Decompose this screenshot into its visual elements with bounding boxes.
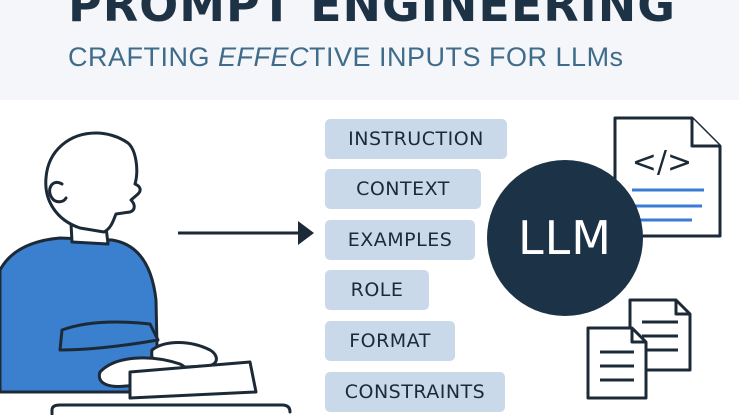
llm-label: LLM — [518, 211, 612, 265]
component-format: FORMAT — [325, 321, 455, 361]
component-role: ROLE — [325, 270, 429, 310]
laptop-edge — [50, 403, 292, 415]
person-typing-illustration — [0, 131, 292, 415]
person-torso — [0, 236, 160, 394]
subtitle-part-1: CRAFTING — [68, 42, 218, 72]
subtitle-part-2: TIVE INPUTS FOR LLMs — [309, 42, 624, 72]
subtitle-emphasis: EFFEC — [218, 42, 310, 72]
llm-circle: LLM — [487, 160, 643, 316]
person-head — [44, 131, 142, 234]
person-forearm — [58, 320, 160, 352]
component-context: CONTEXT — [325, 169, 481, 209]
stacked-documents-icon — [586, 298, 692, 400]
header-band — [0, 0, 739, 100]
code-symbol: </> — [632, 145, 692, 180]
person-ear — [48, 181, 68, 204]
component-constraints: CONSTRAINTS — [325, 372, 505, 412]
component-instruction: INSTRUCTION — [325, 119, 507, 159]
arrow-right-icon — [178, 221, 314, 245]
code-document-icon: </> — [613, 116, 722, 238]
page-title: PROMPT ENGINEERING — [68, 0, 677, 32]
page-subtitle: CRAFTING EFFECTIVE INPUTS FOR LLMs — [68, 42, 624, 73]
component-examples: EXAMPLES — [325, 220, 475, 260]
keyboard-pad — [128, 360, 258, 400]
